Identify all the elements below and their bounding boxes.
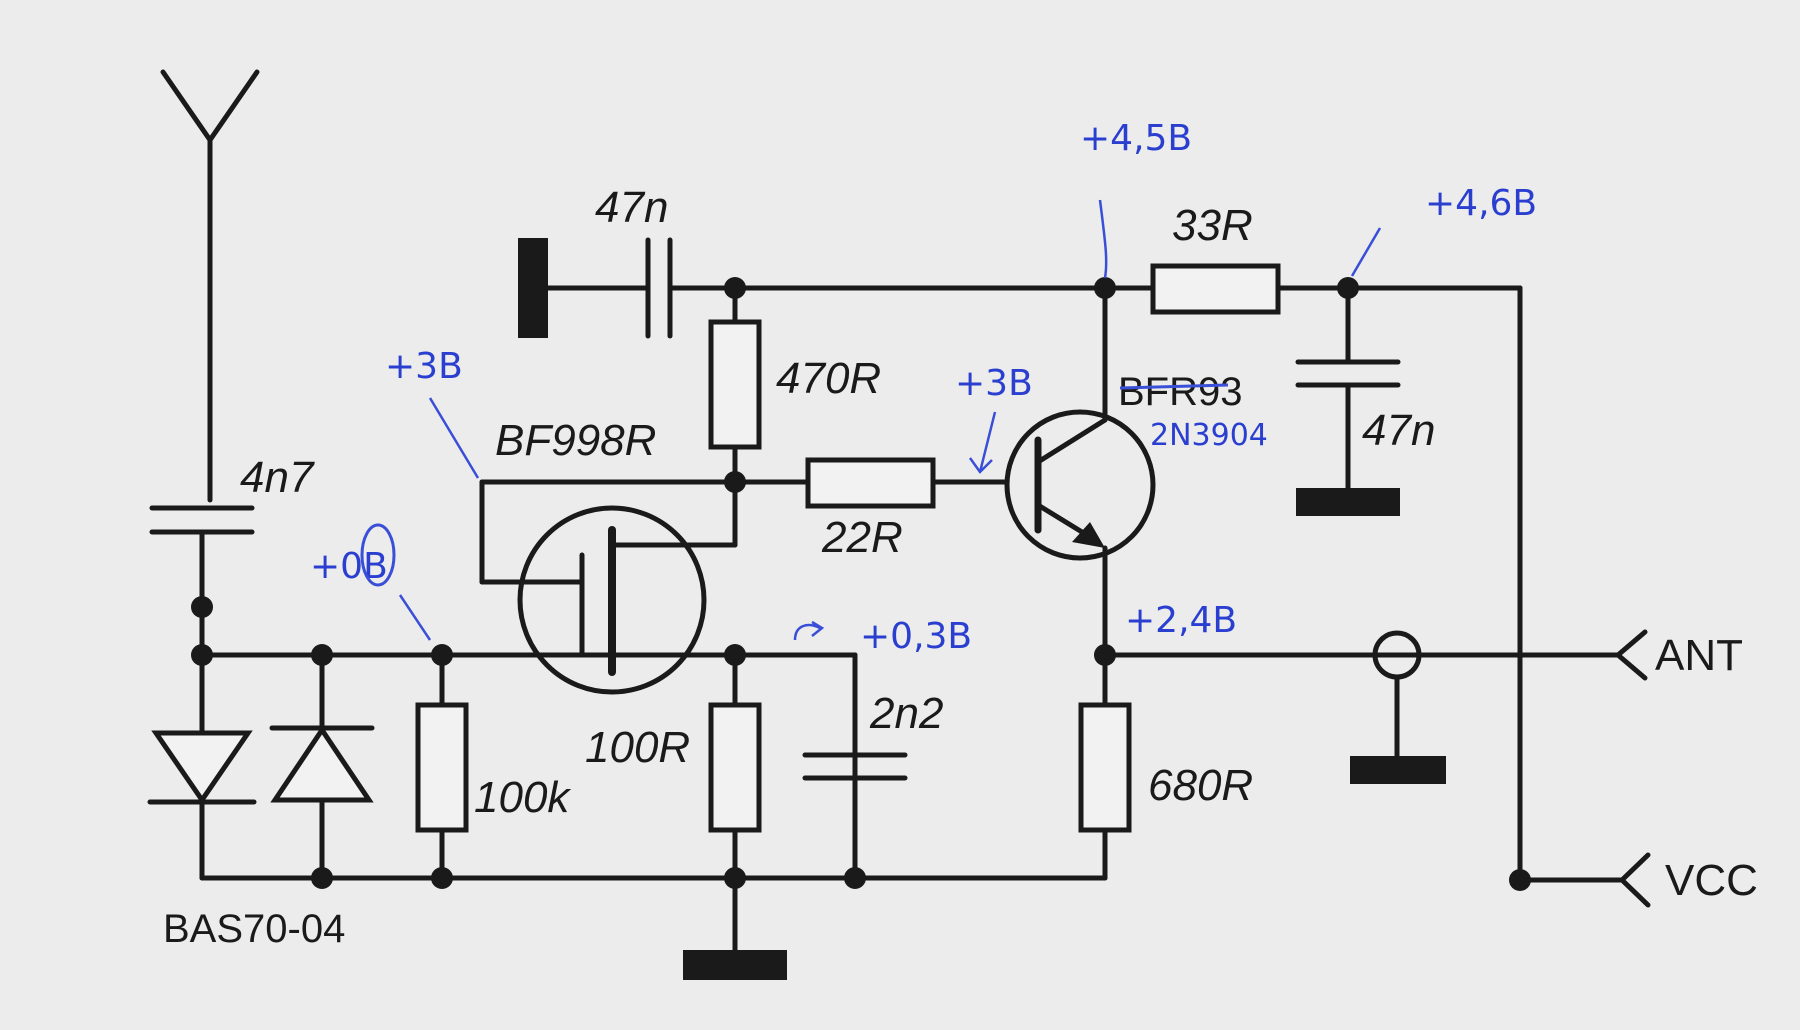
mosfet-bf998r (479, 479, 738, 695)
resistor-680r (1078, 652, 1132, 881)
label-r-100k: 100k (474, 773, 571, 822)
label-ant: ANT (1655, 631, 1743, 680)
capacitor-47n-top (645, 237, 673, 339)
capacitor-47n-vcc (1295, 285, 1401, 516)
label-r-680r: 680R (1148, 761, 1253, 810)
label-c-47n-top: 47n (595, 183, 668, 232)
label-r-33r: 33R (1172, 201, 1253, 250)
coax-connector (1350, 630, 1446, 784)
capacitor-2n2 (802, 652, 908, 881)
antenna-symbol (160, 69, 260, 503)
ground-symbol-main (683, 950, 787, 980)
label-bas70: BAS70-04 (163, 907, 345, 951)
resistor-100k (415, 652, 469, 881)
capacitor-4n7 (149, 505, 255, 610)
label-bf998r: BF998R (495, 416, 656, 465)
pen-v-gate1: +0B (310, 546, 388, 587)
label-r-470r: 470R (776, 354, 881, 403)
label-c-4n7: 4n7 (240, 453, 315, 502)
pen-v-emitter: +2,4B (1125, 600, 1237, 641)
label-r-22r: 22R (821, 513, 903, 562)
transistor-bfr93 (1004, 285, 1156, 658)
resistor-33r (1102, 263, 1523, 315)
resistor-100r (708, 652, 762, 881)
label-r-100r: 100R (585, 723, 690, 772)
pen-v-collector: +4,5B (1080, 118, 1192, 159)
pen-v-source: +0,3B (860, 616, 972, 657)
label-c-2n2: 2n2 (869, 689, 943, 738)
handwritten-annotations: +4,5B +4,6B +3B +3B +0B +0,3B +2,4B 2N39… (310, 118, 1537, 657)
pen-transistor-sub: 2N3904 (1150, 418, 1268, 453)
pen-v-gate2: +3B (385, 346, 463, 387)
resistor-22r (805, 457, 936, 509)
ground-symbol-top (518, 238, 548, 338)
label-vcc: VCC (1665, 856, 1758, 905)
pen-v-supply: +4,6B (1425, 183, 1537, 224)
label-bfr93: BFR93 (1118, 370, 1243, 414)
resistor-470r (708, 285, 762, 485)
pen-v-base: +3B (955, 363, 1033, 404)
diode-pair-bas70 (147, 652, 375, 881)
label-c-47n-vcc: 47n (1362, 406, 1435, 455)
